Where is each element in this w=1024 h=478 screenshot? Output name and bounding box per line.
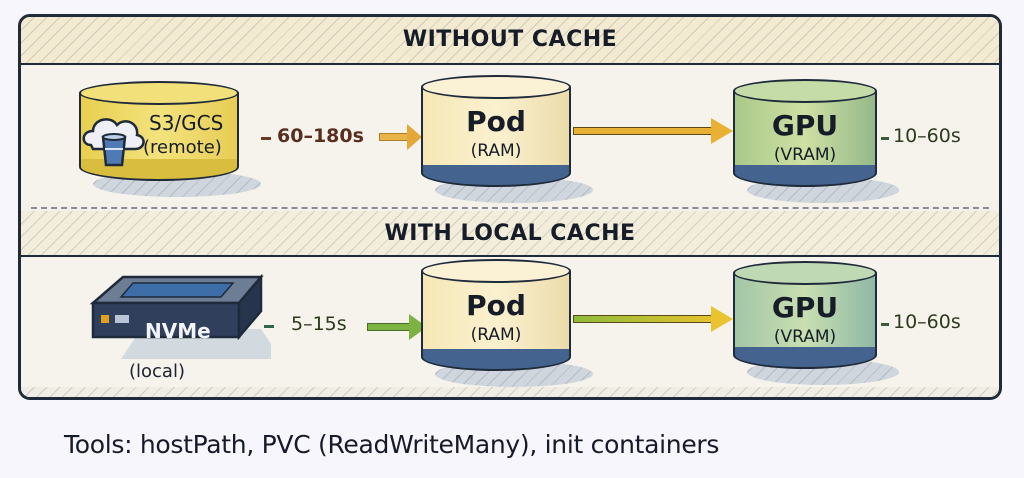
pod-label: Pod [466,105,526,138]
nvme-sublabel: (local) [129,361,185,382]
with-local-cache-row: NVMe (local) 5–15s Pod (RAM) GPU [21,257,999,387]
gpu-label: GPU [771,291,839,324]
tools-caption: Tools: hostPath, PVC (ReadWriteMany), in… [64,430,720,459]
pod-ram: Pod (RAM) [421,75,593,203]
cloud-bucket-icon [82,118,145,167]
pod-to-gpu-arrow-cached [573,306,733,332]
connector-dash [264,325,274,328]
with-local-cache-title: WITH LOCAL CACHE [384,221,636,246]
s3-label: S3/GCS [149,111,224,135]
bottom-border-hatch [21,387,999,397]
remote-to-pod-arrow [379,124,423,150]
connector-dash [261,137,271,140]
connector-dash [881,137,889,140]
local-fetch-time: 5–15s [291,313,347,335]
gpu-load-time: 10–60s [893,125,961,147]
s3-sublabel: (remote) [143,137,222,158]
nvme-label: NVMe [145,319,211,343]
gpu-sublabel: (VRAM) [773,327,837,347]
diagram-frame: WITHOUT CACHE S3/GCS (remote) 60–180s [18,14,1002,400]
with-local-cache-header: WITH LOCAL CACHE [21,211,999,257]
gpu-load-time-cached: 10–60s [893,311,961,333]
pod-ram-cached: Pod (RAM) [421,259,593,387]
gpu-vram: GPU (VRAM) [733,79,899,203]
connector-dash [881,323,889,326]
without-cache-title: WITHOUT CACHE [402,27,618,52]
pod-to-gpu-arrow [573,118,733,144]
nvme-drive-icon [89,273,271,359]
pod-sublabel: (RAM) [470,325,522,345]
remote-fetch-time: 60–180s [277,125,364,147]
section-divider [31,207,989,209]
pod-sublabel: (RAM) [470,141,522,161]
gpu-vram-cached: GPU (VRAM) [733,261,899,385]
gpu-sublabel: (VRAM) [773,145,837,165]
gpu-label: GPU [771,109,839,142]
without-cache-row: S3/GCS (remote) 60–180s Pod (RAM) [21,65,999,203]
pod-label: Pod [466,289,526,322]
s3-gcs-storage: S3/GCS (remote) [79,81,261,197]
local-to-pod-arrow [367,314,427,340]
without-cache-header: WITHOUT CACHE [21,17,999,65]
